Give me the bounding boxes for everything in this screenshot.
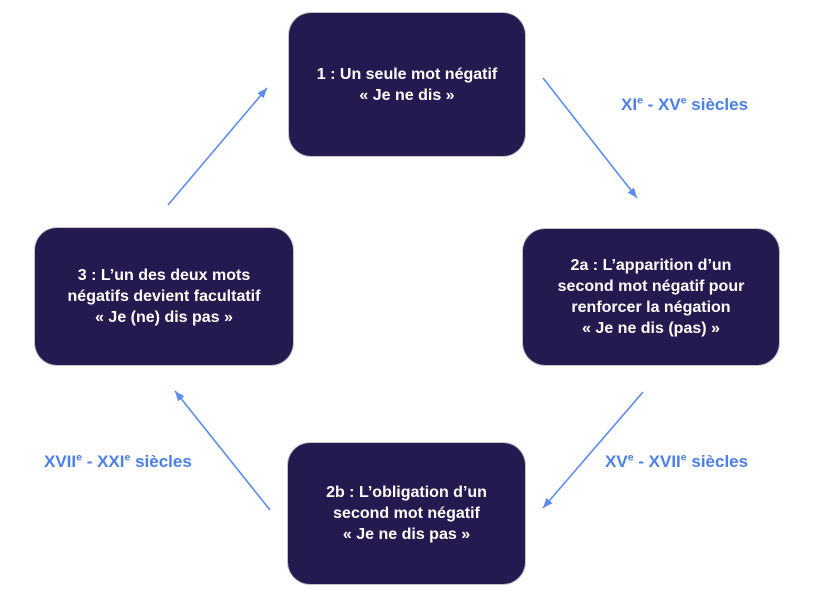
stage-box-3: 3 : L’un des deux mots négatifs devient … — [35, 228, 293, 365]
period-label-text: - XVII — [633, 452, 681, 471]
stage-box-1: 1 : Un seule mot négatif « Je ne dis » — [289, 13, 525, 156]
stage-box-line: « Je ne dis (pas) » — [582, 320, 720, 337]
stage-box-line: négatifs devient facultatif — [67, 288, 261, 305]
period-label-text: XV — [605, 452, 628, 471]
stage-box-line: 2a : L’apparition d’un — [570, 257, 732, 274]
ordinal-superscript: e — [627, 451, 634, 464]
stage-box-line: second mot négatif — [333, 505, 480, 522]
stage-box-line: « Je ne dis pas » — [342, 526, 471, 543]
arrow-3-to-1 — [167, 87, 268, 206]
period-label-text: siècles — [130, 452, 192, 471]
ordinal-superscript: e — [680, 451, 687, 464]
period-label-text: siècles — [686, 95, 749, 114]
stage-box-line: second mot négatif pour — [557, 278, 745, 295]
stage-box-2b: 2b : L’obligation d’un second mot négati… — [288, 443, 525, 584]
stage-box-2a: 2a : L’apparition d’un second mot négati… — [523, 229, 779, 365]
period-label-xv-xvii: XVe - XVIIe siècles — [605, 452, 748, 472]
arrow-2a-to-2b — [542, 391, 644, 509]
period-label-xvii-xxi: XVIIe - XXIe siècles — [44, 452, 192, 472]
stage-box-line: 2b : L’obligation d’un — [326, 484, 487, 501]
period-label-text: - XXI — [81, 452, 125, 471]
ordinal-superscript: e — [124, 451, 131, 464]
stage-box-line: 1 : Un seule mot négatif — [316, 65, 498, 83]
stage-box-line: renforcer la négation — [571, 299, 731, 316]
ordinal-superscript: e — [76, 451, 82, 464]
stage-box-line: 3 : L’un des deux mots — [77, 267, 251, 284]
period-label-text: - XV — [642, 95, 681, 114]
ordinal-superscript: e — [637, 94, 643, 107]
period-label-text: siècles — [686, 452, 749, 471]
period-label-text: XVII — [44, 452, 77, 471]
arrow-2b-to-3 — [174, 390, 271, 511]
stage-box-line: « Je (ne) dis pas » — [95, 309, 233, 326]
stage-box-line: « Je ne dis » — [359, 86, 455, 104]
ordinal-superscript: e — [680, 94, 687, 107]
period-label-xi-xv: XIe - XVe siècles — [621, 95, 748, 115]
period-label-text: XI — [621, 95, 638, 114]
